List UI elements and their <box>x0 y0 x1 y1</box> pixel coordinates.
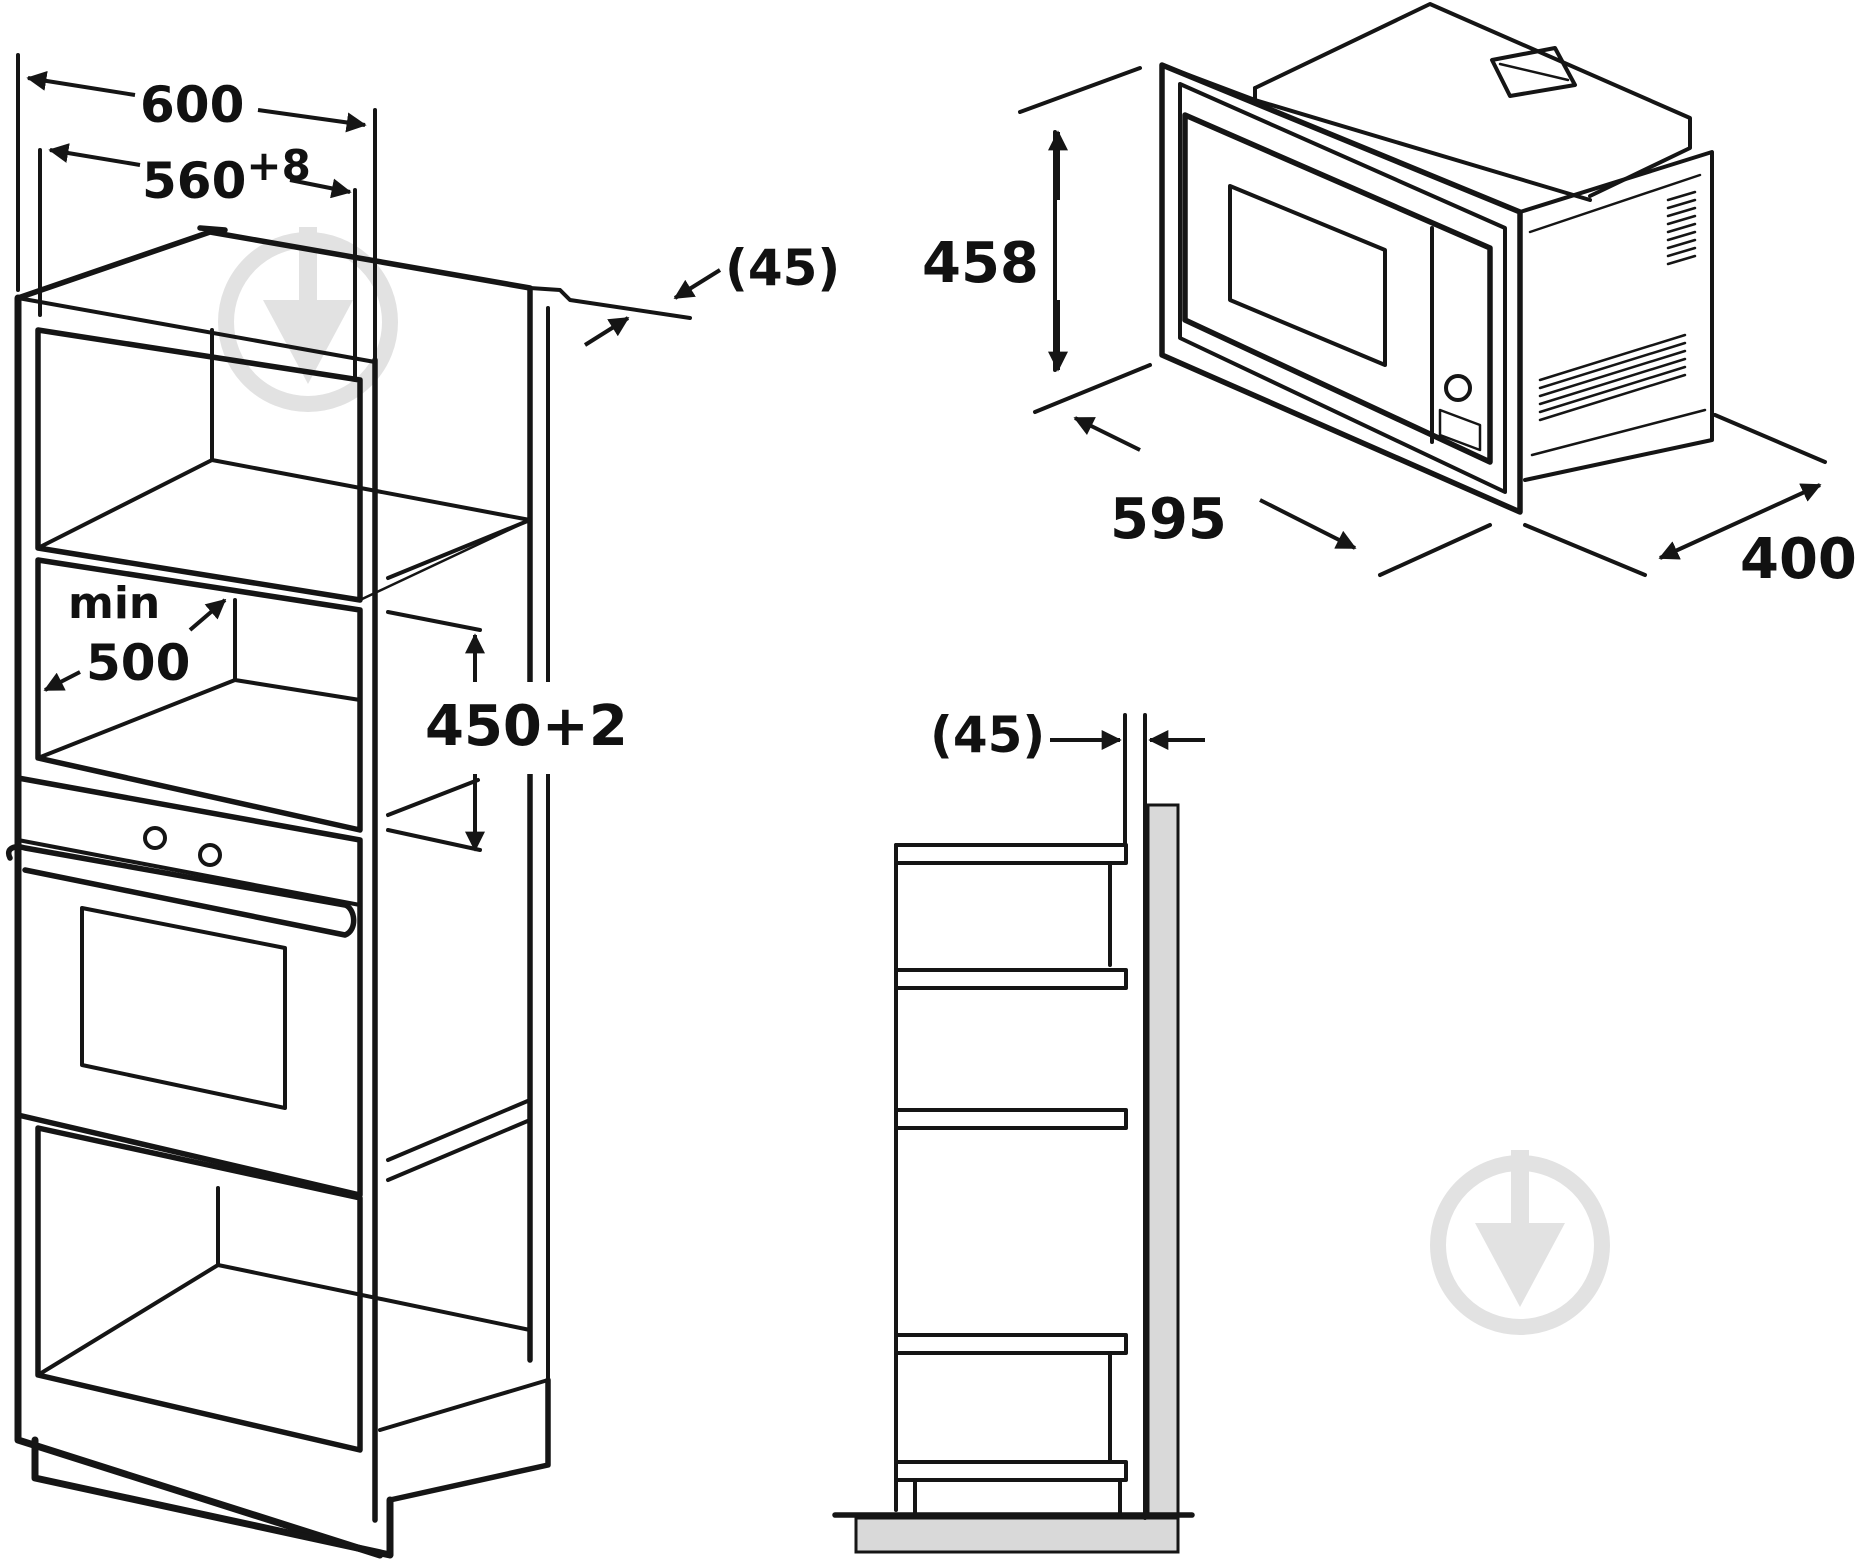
appliance-width-label: 595 <box>1110 487 1227 552</box>
frame-offset-top-label: (45) <box>725 239 840 297</box>
cabinet-width-label: 600 <box>140 76 244 134</box>
watermark-logo-icon <box>1430 1150 1610 1335</box>
min-label: min <box>68 578 160 629</box>
niche-width-base: 560 <box>142 152 246 210</box>
niche-width-label: 560+8 <box>142 141 311 210</box>
watermark-logo-icon <box>218 227 398 412</box>
min-depth-label: 500 <box>86 634 190 692</box>
side-section-view <box>832 713 1205 1554</box>
microwave-dimension-lines <box>1018 66 1827 577</box>
tall-cabinet <box>6 225 692 1559</box>
cabinet-dimension-lines <box>16 53 722 852</box>
niche-width-tolerance: +8 <box>246 141 310 190</box>
frame-offset-side-label: (45) <box>930 706 1045 764</box>
appliance-depth-label: 400 <box>1740 527 1856 592</box>
microwave-appliance <box>1159 2 1714 515</box>
niche-height-label: 450+2 <box>425 694 628 759</box>
appliance-height-label: 458 <box>922 231 1039 296</box>
